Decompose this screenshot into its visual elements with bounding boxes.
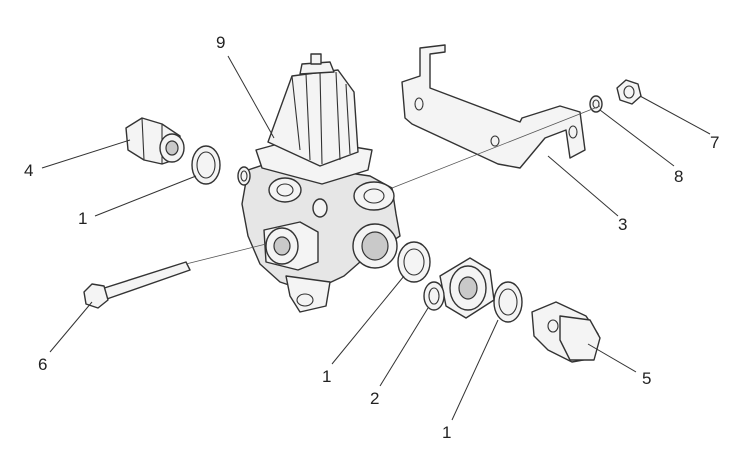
spacer-ring — [423, 281, 445, 311]
callout-6: 6 — [38, 355, 47, 374]
callout-2: 2 — [370, 389, 379, 408]
hex-nut — [616, 79, 642, 105]
callout-1-middle: 1 — [322, 367, 331, 386]
callout-3: 3 — [618, 215, 627, 234]
lock-washer — [589, 95, 603, 113]
callout-7: 7 — [710, 133, 719, 152]
hollow-bolt — [531, 301, 601, 363]
callout-9: 9 — [216, 33, 225, 52]
callout-4: 4 — [24, 161, 33, 180]
sealing-washer-lower — [493, 281, 523, 323]
callout-1-bottom: 1 — [442, 423, 451, 442]
long-bolt — [83, 261, 191, 309]
sealing-washer-middle — [397, 241, 431, 283]
leader-lines — [41, 55, 711, 421]
callout-5: 5 — [642, 369, 651, 388]
callout-8: 8 — [674, 167, 683, 186]
banjo-fitting — [439, 257, 495, 319]
callout-labels: 9 4 1 6 1 2 1 5 3 8 7 — [24, 33, 719, 442]
threaded-fitting — [125, 117, 185, 165]
mounting-bracket — [401, 44, 586, 169]
valve-body — [191, 53, 401, 313]
callout-1-left: 1 — [78, 209, 87, 228]
